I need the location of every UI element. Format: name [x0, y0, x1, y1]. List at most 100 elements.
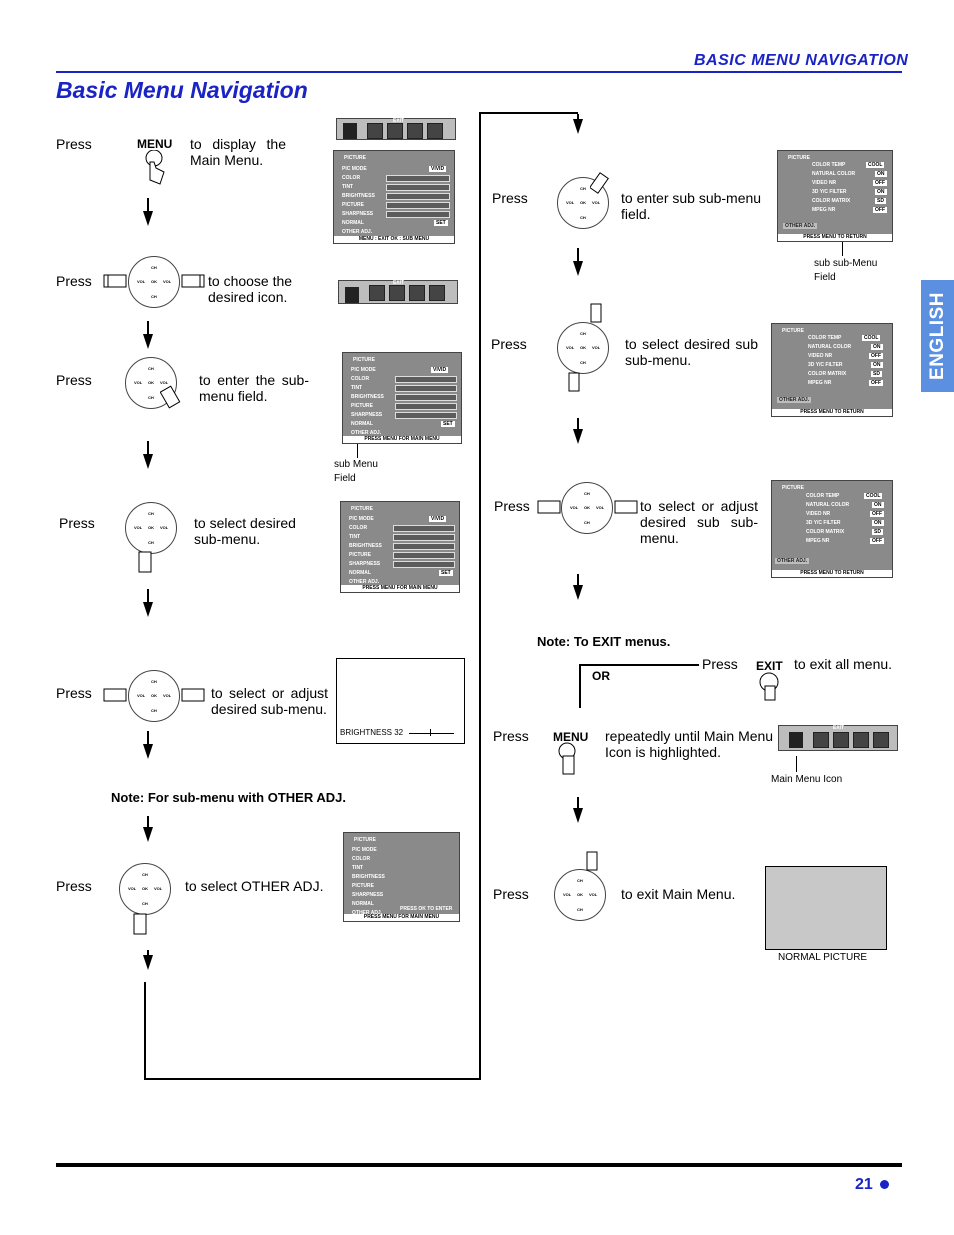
slider-bar — [395, 403, 457, 410]
caption-pointer — [842, 242, 843, 256]
main-menu-icon-bar: EXIT — [336, 118, 456, 140]
setting-value: SD — [871, 371, 882, 377]
setting-value: ON — [871, 362, 883, 368]
pointing-hand-icon — [145, 150, 165, 185]
vol-label: VOL — [596, 505, 605, 510]
menu-item: BRIGHTNESS — [351, 394, 384, 400]
menu-item: COLOR — [352, 856, 371, 862]
menu-item: NATURAL COLOR — [812, 171, 856, 177]
hand-right-icon — [181, 688, 205, 702]
ch-label: CH — [151, 294, 157, 299]
step5-press: Press — [56, 685, 92, 701]
menu-item: COLOR TEMP — [808, 335, 842, 341]
menu-button-label: MENU — [553, 730, 589, 744]
vol-label: VOL — [154, 886, 163, 891]
menu-item: NATURAL COLOR — [808, 344, 852, 350]
menu-item: COLOR — [342, 175, 361, 181]
screen-title: PICTURE — [788, 155, 810, 161]
menu-item: NORMAL — [349, 570, 371, 576]
picture-icon — [343, 123, 357, 139]
ok-label: OK — [148, 525, 154, 530]
r-step6-press: Press — [493, 886, 529, 902]
normal-value: SET — [439, 570, 453, 576]
menu-item: COLOR — [349, 525, 368, 531]
setting-value: OFF — [870, 511, 884, 517]
caption-pointer — [796, 756, 797, 772]
menu-item: NORMAL — [352, 901, 374, 907]
screen-footer: PRESS MENU FOR MAIN MENU — [343, 436, 461, 443]
menu-item: PICTURE — [349, 552, 371, 558]
ch-label: CH — [148, 395, 154, 400]
menu-button-label: MENU — [137, 137, 173, 151]
setting-value: OFF — [870, 538, 884, 544]
menu-item: PIC MODE — [349, 516, 374, 522]
setting-value: SD — [875, 198, 886, 204]
ch-label: CH — [151, 679, 157, 684]
slider-bar — [395, 385, 457, 392]
vol-label: VOL — [163, 279, 172, 284]
vol-label: VOL — [589, 892, 598, 897]
vol-label: VOL — [566, 345, 575, 350]
ch-label: CH — [584, 491, 590, 496]
picture-icon — [345, 287, 359, 303]
setting-value: OFF — [869, 353, 883, 359]
setting-value: ON — [872, 520, 884, 526]
r-step5-press: Press — [493, 728, 529, 744]
slider-bar — [393, 543, 455, 550]
menu-item: PIC MODE — [352, 847, 377, 853]
screen-title: PICTURE — [354, 837, 376, 843]
slider-bar — [386, 211, 450, 218]
slider-bar — [393, 561, 455, 568]
menu-item: COLOR MATRIX — [808, 371, 847, 377]
timer-icon — [387, 123, 403, 139]
menu-item: BRIGHTNESS — [342, 193, 375, 199]
menu-item: TINT — [349, 534, 361, 540]
pointing-hand-icon — [759, 672, 779, 701]
remote-pad: CH CH VOL VOL OK — [119, 863, 171, 915]
normal-picture-screen — [765, 866, 887, 950]
ch-label: CH — [584, 520, 590, 525]
vol-label: VOL — [163, 693, 172, 698]
ok-label: OK — [148, 380, 154, 385]
slider-bar — [393, 552, 455, 559]
pointing-hand-icon — [568, 372, 580, 392]
vol-label: VOL — [160, 380, 169, 385]
press-ok-hint: PRESS OK TO ENTER — [400, 906, 453, 912]
exit-button-label: EXIT — [756, 659, 783, 673]
menu-item: COLOR TEMP — [812, 162, 846, 168]
screen-title: PICTURE — [782, 485, 804, 491]
menu-item: VIDEO NR — [808, 353, 833, 359]
step6-press: Press — [56, 878, 92, 894]
brightness-marker — [430, 729, 431, 736]
menu-item: SHARPNESS — [342, 211, 374, 217]
r-step4-press: Press — [702, 656, 738, 672]
menu-item: MPEG NR — [806, 538, 830, 544]
setting-value: ON — [871, 344, 883, 350]
normal-picture-caption: NORMAL PICTURE — [778, 952, 868, 963]
hand-right-icon — [181, 274, 205, 288]
pic-mode-value: VIVID — [429, 166, 447, 172]
exit-tab-label: EXIT — [393, 118, 405, 124]
menu-item: NORMAL — [351, 421, 373, 427]
step2-press: Press — [56, 273, 92, 289]
pointing-hand-icon — [138, 551, 152, 573]
setup-icon — [429, 285, 445, 301]
menu-item: PIC MODE — [342, 166, 367, 172]
step4-instruction: to select desired sub-menu. — [194, 515, 296, 547]
screen-title: PICTURE — [351, 506, 373, 512]
menu-item: SHARPNESS — [352, 892, 384, 898]
pic-mode-value: VIVID — [429, 516, 447, 522]
r-step3-instruction: to select or adjust desired sub sub-menu… — [640, 498, 758, 546]
vol-label: VOL — [137, 693, 146, 698]
ch-label: CH — [580, 331, 586, 336]
hand-right-icon — [614, 500, 638, 514]
brightness-screen: BRIGHTNESS 32 — [336, 658, 465, 744]
r-step2-press: Press — [491, 336, 527, 352]
menu-item: PICTURE — [351, 403, 373, 409]
remote-pad: CH CH VOL VOL OK — [557, 177, 609, 229]
menu-item: 3D Y/C FILTER — [806, 520, 841, 526]
sub-menu-screen: PICTURE PIC MODE COLOR TINT BRIGHTNESS P… — [342, 352, 462, 444]
vol-label: VOL — [592, 200, 601, 205]
timer-icon — [389, 285, 405, 301]
slider-bar — [386, 202, 450, 209]
